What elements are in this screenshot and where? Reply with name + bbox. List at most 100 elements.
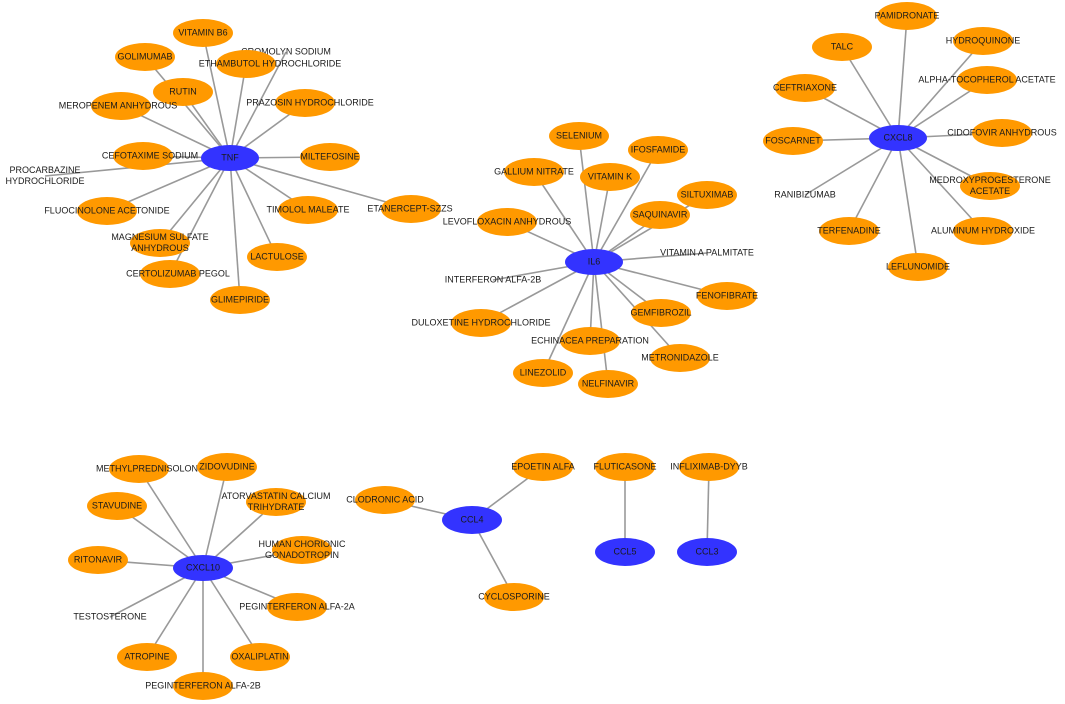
gene-node-shape[interactable] — [677, 538, 737, 566]
drug-node-golimumab[interactable]: GOLIMUMAB — [115, 43, 175, 71]
drug-node-hydroquinone[interactable]: HYDROQUINONE — [946, 27, 1021, 55]
drug-node-stavudine[interactable]: STAVUDINE — [87, 492, 147, 520]
drug-node-shape[interactable] — [628, 136, 688, 164]
drug-node-echinacea-preparation[interactable]: ECHINACEA PREPARATION — [531, 327, 649, 355]
drug-node-shape[interactable] — [113, 142, 173, 170]
drug-node-shape[interactable] — [278, 196, 338, 224]
drug-node-pamidronate[interactable]: PAMIDRONATE — [875, 2, 940, 30]
drug-node-shape[interactable] — [580, 163, 640, 191]
drug-node-cefotaxime-sodium[interactable]: CEFOTAXIME SODIUM — [102, 142, 198, 170]
drug-node-epoetin-alfa[interactable]: EPOETIN ALFA — [511, 453, 575, 481]
drug-node-shape[interactable] — [130, 229, 190, 257]
drug-node-prazosin-hydrochloride[interactable]: PRAZOSIN HYDROCHLORIDE — [246, 89, 374, 117]
drug-node-shape[interactable] — [960, 172, 1020, 200]
drug-node-ifosfamide[interactable]: IFOSFAMIDE — [628, 136, 688, 164]
drug-node-shape[interactable] — [91, 92, 151, 120]
drug-node-zidovudine[interactable]: ZIDOVUDINE — [197, 453, 257, 481]
drug-node-shape[interactable] — [109, 455, 169, 483]
drug-node-timolol-maleate[interactable]: TIMOLOL MALEATE — [266, 196, 350, 224]
drug-node-shape[interactable] — [763, 127, 823, 155]
drug-node-shape[interactable] — [953, 217, 1013, 245]
drug-node-glimepiride[interactable]: GLIMEPIRIDE — [210, 286, 270, 314]
drug-node-shape[interactable] — [560, 327, 620, 355]
drug-node-shape[interactable] — [267, 593, 327, 621]
drug-node-shape[interactable] — [630, 201, 690, 229]
drug-node-certolizumab-pegol[interactable]: CERTOLIZUMAB PEGOL — [126, 260, 230, 288]
gene-node-tnf[interactable]: TNF — [201, 145, 259, 171]
drug-node-nelfinavir[interactable]: NELFINAVIR — [578, 370, 638, 398]
drug-node-cromolyn-sodium[interactable]: CROMOLYN SODIUM — [241, 46, 331, 56]
drug-node-shape[interactable] — [504, 158, 564, 186]
drug-node-levofloxacin-anhydrous[interactable]: LEVOFLOXACIN ANHYDROUS — [443, 208, 572, 236]
drug-node-shape[interactable] — [697, 282, 757, 310]
drug-node-miltefosine[interactable]: MILTEFOSINE — [300, 143, 360, 171]
drug-node-vitamin-k[interactable]: VITAMIN K — [580, 163, 640, 191]
drug-node-shape[interactable] — [117, 643, 177, 671]
drug-node-shape[interactable] — [247, 243, 307, 271]
drug-node-metronidazole[interactable]: METRONIDAZOLE — [641, 344, 719, 372]
drug-node-shape[interactable] — [210, 286, 270, 314]
drug-node-shape[interactable] — [381, 195, 441, 223]
drug-node-shape[interactable] — [153, 78, 213, 106]
drug-node-saquinavir[interactable]: SAQUINAVIR — [630, 201, 690, 229]
drug-node-infliximab-dyyb[interactable]: INFLIXIMAB-DYYB — [670, 453, 748, 481]
drug-node-fluocinolone-acetonide[interactable]: FLUOCINOLONE ACETONIDE — [44, 197, 170, 225]
drug-node-shape[interactable] — [679, 453, 739, 481]
drug-node-clodronic-acid[interactable]: CLODRONIC ACID — [346, 486, 424, 514]
gene-node-shape[interactable] — [595, 538, 655, 566]
drug-node-alpha-tocopherol-acetate[interactable]: ALPHA-TOCOPHEROL ACETATE — [918, 66, 1056, 94]
drug-node-shape[interactable] — [275, 89, 335, 117]
drug-node-shape[interactable] — [216, 50, 276, 78]
drug-node-siltuximab[interactable]: SILTUXIMAB — [677, 181, 737, 209]
drug-node-shape[interactable] — [972, 119, 1032, 147]
drug-node-shape[interactable] — [513, 453, 573, 481]
drug-node-selenium[interactable]: SELENIUM — [549, 122, 609, 150]
gene-node-shape[interactable] — [869, 125, 927, 151]
drug-node-terfenadine[interactable]: TERFENADINE — [817, 217, 881, 245]
drug-node-vitamin-a-palmitate[interactable]: VITAMIN A PALMITATE — [660, 247, 754, 257]
drug-node-shape[interactable] — [197, 453, 257, 481]
drug-node-shape[interactable] — [631, 299, 691, 327]
drug-node-shape[interactable] — [173, 19, 233, 47]
drug-node-shape[interactable] — [484, 583, 544, 611]
drug-node-shape[interactable] — [272, 536, 332, 564]
drug-node-talc[interactable]: TALC — [812, 33, 872, 61]
drug-node-shape[interactable] — [246, 488, 306, 516]
gene-node-shape[interactable] — [201, 145, 259, 171]
gene-node-il6[interactable]: IL6 — [565, 249, 623, 275]
drug-node-shape[interactable] — [578, 370, 638, 398]
drug-node-peginterferon-alfa-2b[interactable]: PEGINTERFERON ALFA-2B — [145, 672, 261, 700]
drug-node-fluticasone[interactable]: FLUTICASONE — [593, 453, 657, 481]
drug-node-shape[interactable] — [87, 492, 147, 520]
drug-node-shape[interactable] — [115, 43, 175, 71]
drug-node-shape[interactable] — [953, 27, 1013, 55]
drug-node-shape[interactable] — [230, 643, 290, 671]
drug-node-leflunomide[interactable]: LEFLUNOMIDE — [886, 253, 950, 281]
drug-node-duloxetine-hydrochloride[interactable]: DULOXETINE HYDROCHLORIDE — [411, 309, 551, 337]
gene-node-shape[interactable] — [173, 555, 233, 581]
drug-node-aluminum-hydroxide[interactable]: ALUMINUM HYDROXIDE — [931, 217, 1035, 245]
drug-node-interferon-alfa-2b[interactable]: INTERFERON ALFA-2B — [445, 274, 542, 284]
drug-node-meropenem-anhydrous[interactable]: MEROPENEM ANHYDROUS — [59, 92, 178, 120]
drug-node-shape[interactable] — [650, 344, 710, 372]
drug-node-cidofovir-anhydrous[interactable]: CIDOFOVIR ANHYDROUS — [947, 119, 1057, 147]
drug-node-shape[interactable] — [300, 143, 360, 171]
drug-node-shape[interactable] — [513, 359, 573, 387]
drug-node-shape[interactable] — [677, 181, 737, 209]
drug-node-shape[interactable] — [77, 197, 137, 225]
drug-node-peginterferon-alfa-2a[interactable]: PEGINTERFERON ALFA-2A — [239, 593, 355, 621]
drug-node-methylprednisolone[interactable]: METHYLPREDNISOLONE — [96, 455, 204, 483]
gene-node-cxcl8[interactable]: CXCL8 — [869, 125, 927, 151]
gene-node-ccl3[interactable]: CCL3 — [677, 538, 737, 566]
drug-node-fenofibrate[interactable]: FENOFIBRATE — [696, 282, 758, 310]
drug-node-shape[interactable] — [173, 672, 233, 700]
drug-node-oxaliplatin[interactable]: OXALIPLATIN — [230, 643, 290, 671]
drug-node-atropine[interactable]: ATROPINE — [117, 643, 177, 671]
drug-node-gallium-nitrate[interactable]: GALLIUM NITRATE — [494, 158, 574, 186]
drug-node-shape[interactable] — [477, 208, 537, 236]
drug-node-shape[interactable] — [595, 453, 655, 481]
